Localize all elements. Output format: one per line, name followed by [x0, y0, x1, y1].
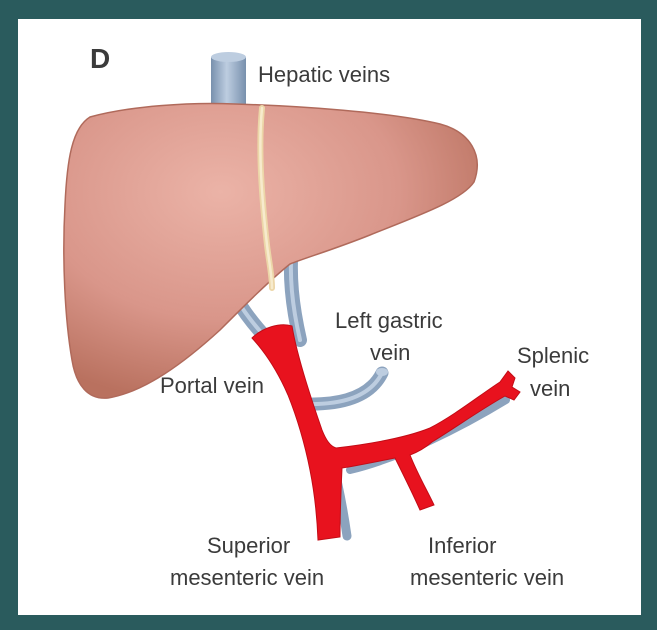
label-left-gastric-vein-line1: Left gastric — [335, 308, 443, 333]
label-inferior-mesenteric-vein-line1: Inferior — [428, 533, 496, 558]
label-superior-mesenteric-vein-line2: mesenteric vein — [170, 565, 324, 590]
label-portal-vein: Portal vein — [160, 373, 264, 398]
label-hepatic-veins: Hepatic veins — [258, 62, 390, 87]
label-splenic-vein-line2: vein — [530, 376, 570, 401]
left-gastric-vein-opening — [376, 368, 388, 376]
label-left-gastric-vein-line2: vein — [370, 340, 410, 365]
label-superior-mesenteric-vein-line1: Superior — [207, 533, 290, 558]
label-inferior-mesenteric-vein-line2: mesenteric vein — [410, 565, 564, 590]
label-splenic-vein-line1: Splenic — [517, 343, 589, 368]
hepatic-veins-tube-opening — [211, 52, 246, 62]
panel-letter: D — [90, 43, 110, 74]
